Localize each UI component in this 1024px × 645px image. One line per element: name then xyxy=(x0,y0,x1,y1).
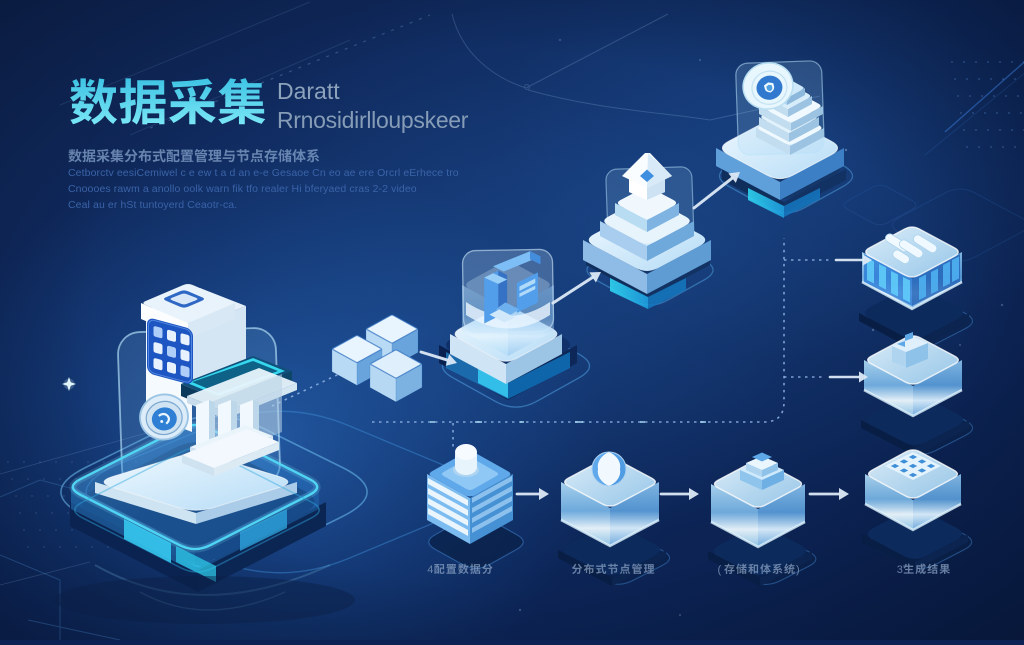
svg-text:Rrnosidirlloupskeer: Rrnosidirlloupskeer xyxy=(277,107,469,133)
svg-text:3: 3 xyxy=(897,564,903,576)
svg-text:Cetborctv eesiCemiwel c e ew: Cetborctv eesiCemiwel c e ew t a d an e-… xyxy=(68,167,459,179)
svg-text:(: ( xyxy=(718,564,722,576)
svg-text:4: 4 xyxy=(427,564,433,576)
svg-text:): ) xyxy=(796,564,800,576)
svg-text:Cnoooes rawm a anollo oolk war: Cnoooes rawm a anollo oolk warn fik tfo … xyxy=(68,183,417,195)
svg-text:Ceal au er hSt tuntoyerd Ceaot: Ceal au er hSt tuntoyerd Ceaotr-ca. xyxy=(68,199,237,211)
svg-text:Daratt: Daratt xyxy=(277,78,340,104)
